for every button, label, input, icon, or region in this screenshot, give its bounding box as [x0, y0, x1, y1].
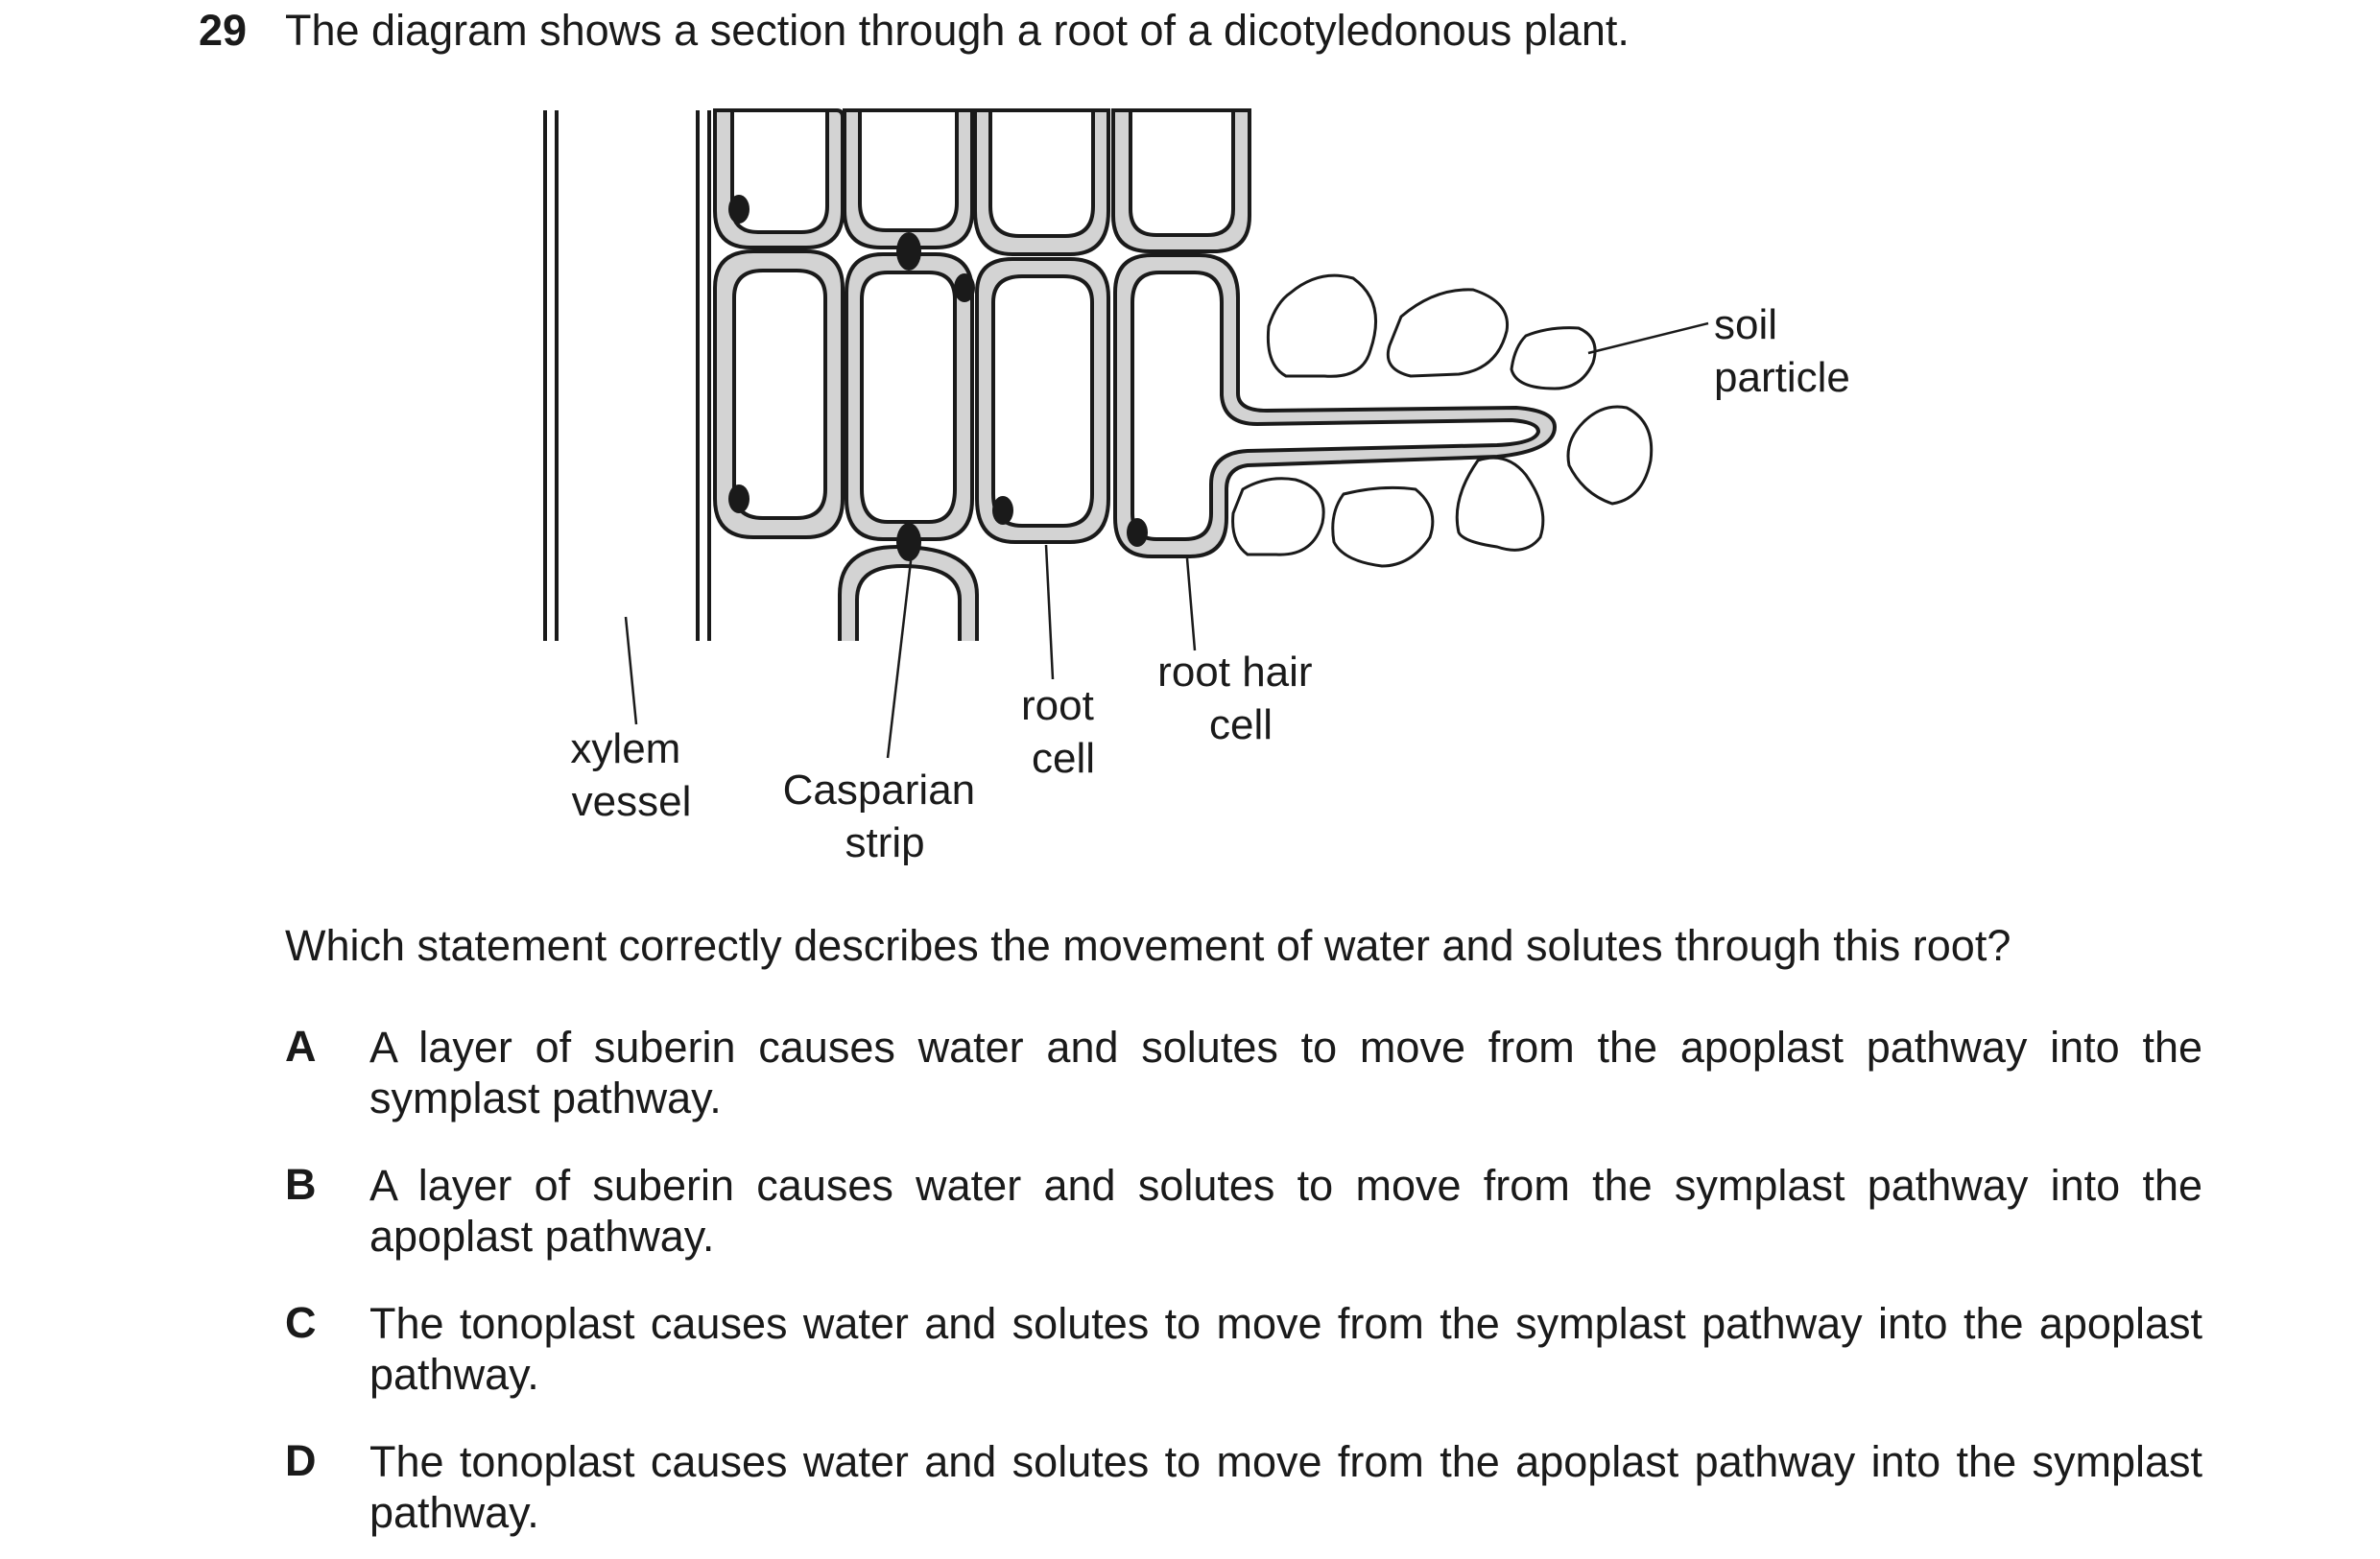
option-text: A layer of suberin causes water and solu…	[369, 1023, 2202, 1122]
question-number: 29	[199, 6, 248, 55]
option-text: A layer of suberin causes water and solu…	[369, 1161, 2202, 1261]
xylem-vessel-walls	[543, 110, 711, 641]
question-prompt: Which statement correctly describes the …	[285, 921, 2011, 970]
root-cell-label: root cell	[1021, 682, 1106, 782]
casparian-strip-marks	[896, 232, 921, 561]
option-text: The tonoplast causes water and solutes t…	[369, 1437, 2202, 1537]
casparian-strip-label: Casparian strip	[783, 767, 988, 866]
option-letter: B	[285, 1160, 317, 1209]
leader-lines	[624, 321, 1709, 759]
top-row-inner	[730, 108, 1235, 238]
question-stem: The diagram shows a section through a ro…	[285, 6, 1630, 55]
nuclei	[728, 195, 1148, 547]
soil-particle-label: soil particle	[1714, 301, 1850, 401]
xylem-vessel-label: xylem vessel	[570, 725, 692, 825]
option-letter: A	[285, 1022, 317, 1071]
bottom-partial-cell	[838, 544, 979, 641]
option-letter: C	[285, 1298, 317, 1347]
root-hair-cell-label: root hair cell	[1157, 649, 1324, 748]
option-text: The tonoplast causes water and solutes t…	[369, 1299, 2202, 1399]
soil-particles	[1231, 273, 1654, 568]
option-letter: D	[285, 1436, 317, 1485]
middle-row-inner	[732, 269, 1541, 541]
